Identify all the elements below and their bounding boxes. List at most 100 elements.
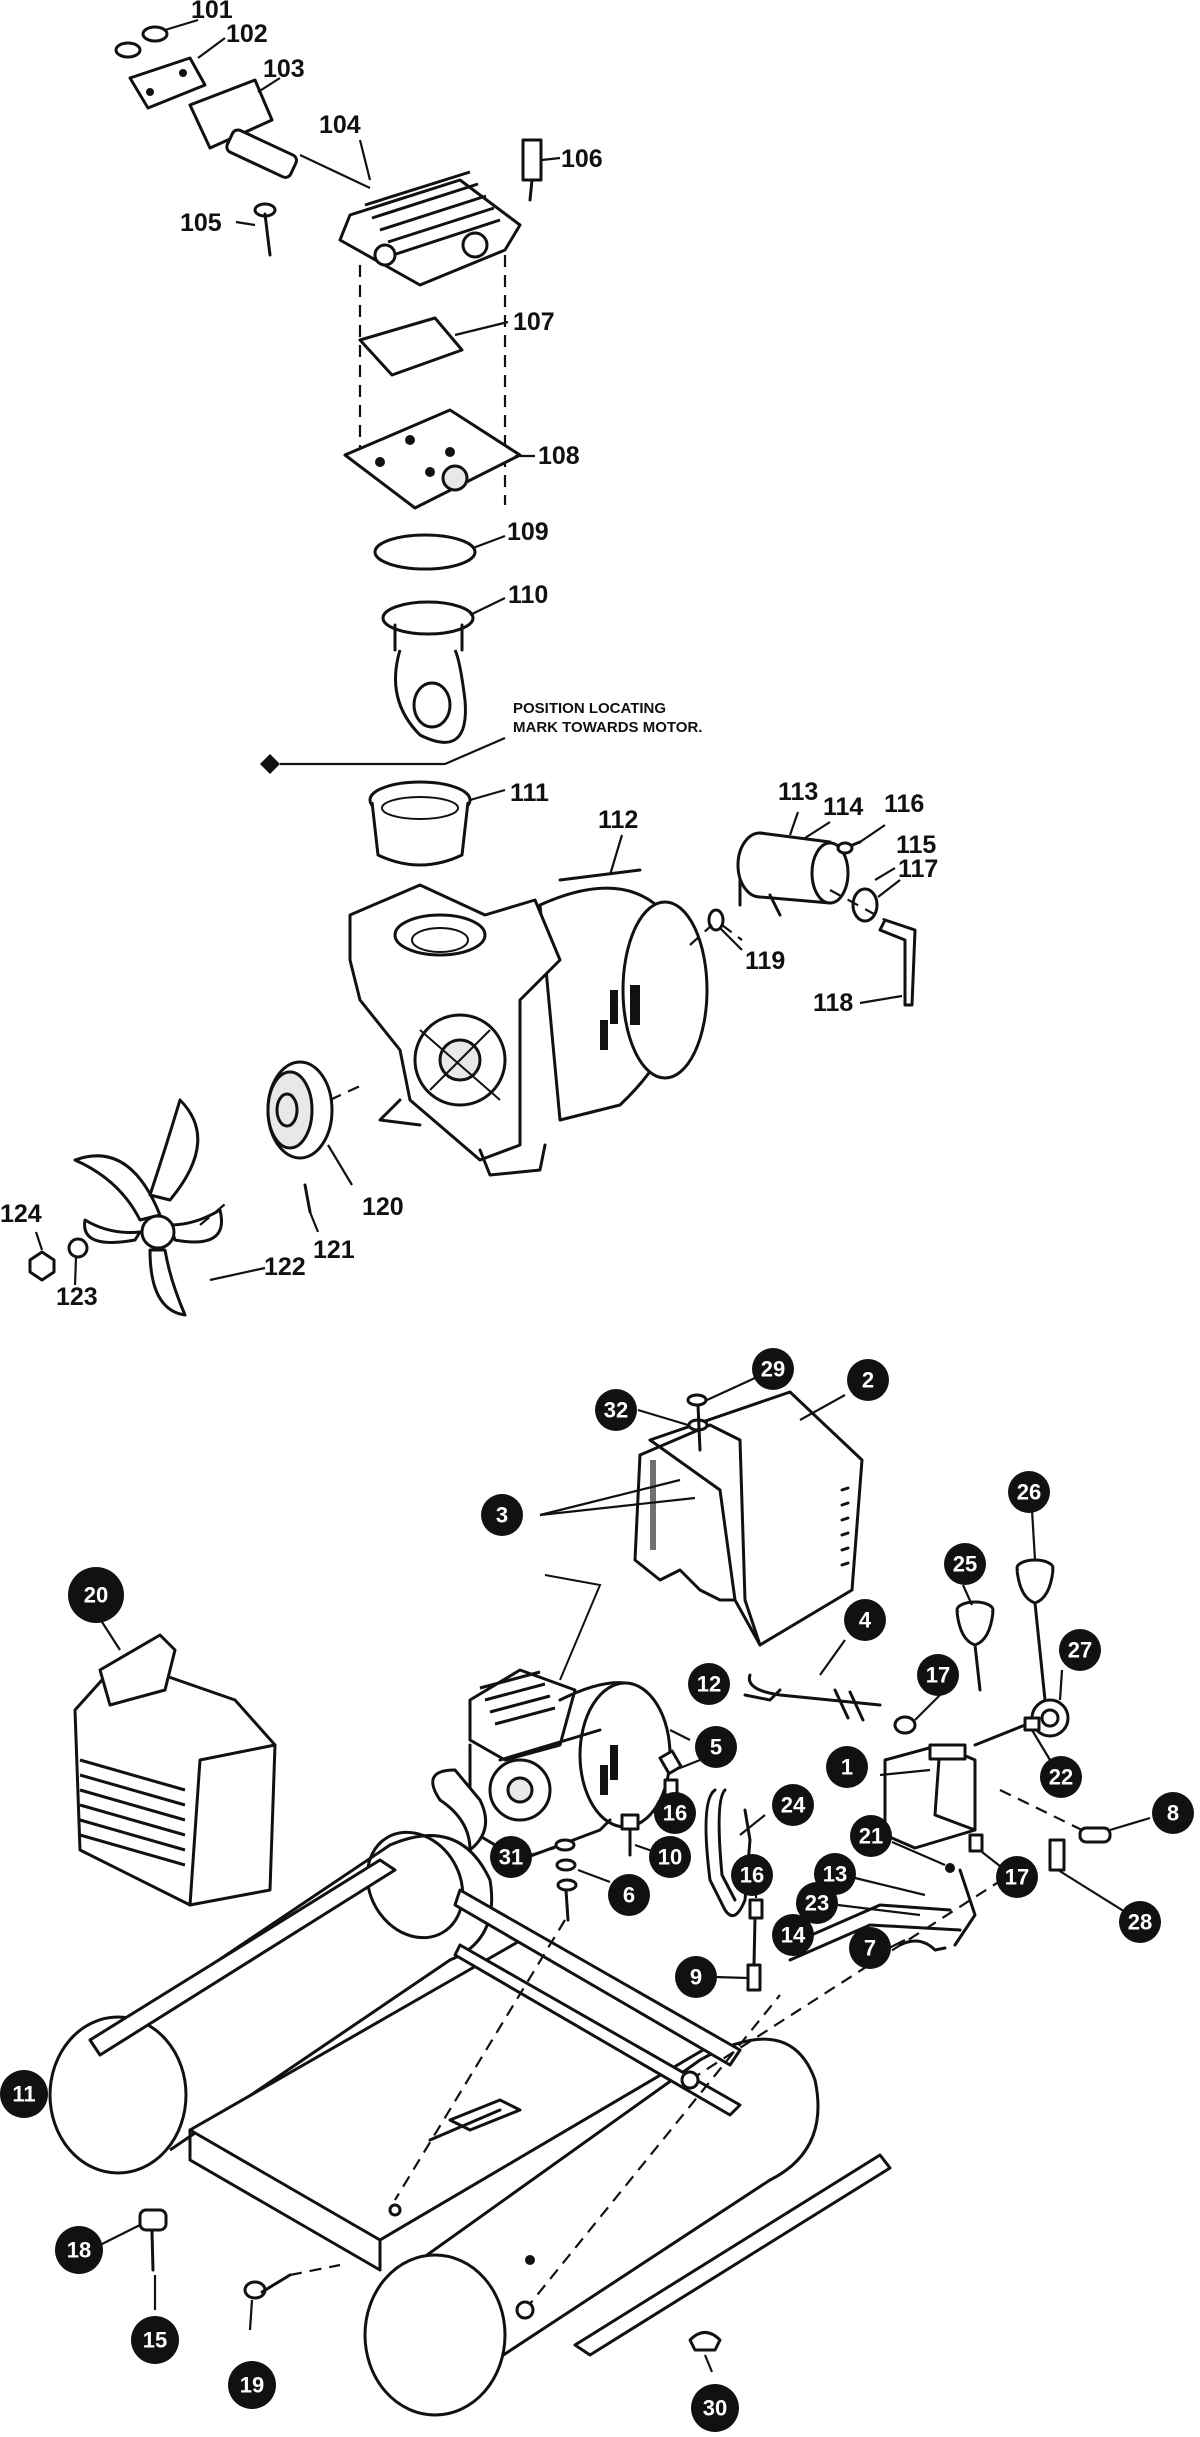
part-108-valve-plate [343, 408, 535, 510]
part-24-tube [704, 1788, 766, 1918]
svg-text:11: 11 [12, 2082, 35, 2107]
label-102: 102 [226, 20, 268, 48]
svg-text:24: 24 [781, 1793, 806, 1818]
callout-24: 24 [772, 1784, 814, 1826]
part-10-bolt [620, 1813, 656, 1857]
label-103: 103 [263, 55, 305, 83]
callout-22: 22 [1040, 1756, 1082, 1798]
callout-16-upper: 16 [654, 1792, 696, 1834]
label-105: 105 [180, 209, 222, 237]
bottom-assembly-view: 29 2 32 3 4 26 25 27 17 1 12 5 22 8 16 2… [0, 1348, 1194, 2432]
callout-2: 2 [847, 1359, 889, 1401]
label-124: 124 [0, 1200, 42, 1228]
locating-mark-note: POSITION LOCATING MARK TOWARDS MOTOR. [260, 700, 702, 774]
label-119: 119 [745, 947, 785, 975]
label-115: 115 [896, 831, 936, 859]
svg-text:30: 30 [703, 2396, 727, 2421]
svg-text:9: 9 [690, 1965, 702, 1990]
svg-text:3: 3 [496, 1503, 508, 1528]
part-12-pump-motor [431, 1574, 691, 1862]
part-22-fitting [973, 1716, 1051, 1761]
svg-text:17: 17 [1005, 1865, 1029, 1890]
svg-text:8: 8 [1167, 1801, 1179, 1826]
note-line-1: POSITION LOCATING [513, 700, 666, 717]
part-111-cylinder-sleeve [368, 780, 506, 867]
callout-16-lower: 16 [731, 1854, 773, 1896]
label-117: 117 [898, 855, 938, 883]
callout-18: 18 [55, 2226, 103, 2274]
part-8-safety-valve [999, 1789, 1151, 1844]
part-109-o-ring [373, 533, 506, 571]
part-21-23-13-14-7-tubing [788, 1840, 977, 1962]
callout-21: 21 [850, 1815, 892, 1857]
part-124-nut [28, 1231, 56, 1282]
callout-32: 32 [595, 1389, 637, 1431]
part-19-screw [243, 2263, 341, 2331]
part-28-check-valve [1048, 1838, 1131, 1916]
label-123: 123 [56, 1283, 98, 1311]
part-17-fitting-lower [968, 1833, 1006, 1871]
callout-19: 19 [228, 2361, 276, 2409]
part-121-set-screw [303, 1183, 320, 1233]
callout-9: 9 [675, 1956, 717, 1998]
svg-text:6: 6 [623, 1883, 635, 1908]
svg-text:5: 5 [710, 1735, 722, 1760]
label-110: 110 [508, 581, 548, 609]
part-30-drain-wing-nut [688, 2331, 722, 2373]
svg-text:31: 31 [499, 1845, 523, 1870]
callout-6: 6 [608, 1874, 650, 1916]
svg-text:13: 13 [823, 1862, 847, 1887]
label-121: 121 [313, 1236, 355, 1264]
callout-31: 31 [490, 1836, 532, 1878]
part-29-32-screw [637, 1377, 756, 1452]
part-17-fitting-upper [893, 1694, 941, 1735]
svg-text:15: 15 [143, 2328, 167, 2353]
svg-text:29: 29 [761, 1357, 785, 1382]
label-122: 122 [264, 1253, 306, 1281]
svg-text:27: 27 [1068, 1638, 1092, 1663]
part-2-shroud [633, 1390, 864, 1647]
callout-27: 27 [1059, 1629, 1101, 1671]
callout-20: 20 [68, 1567, 124, 1623]
part-102-plate [128, 37, 226, 110]
part-106-fitting [521, 138, 561, 202]
svg-text:2: 2 [862, 1368, 874, 1393]
svg-text:19: 19 [240, 2373, 264, 2398]
part-119-washer [689, 908, 743, 951]
label-111: 111 [510, 779, 549, 807]
callout-4: 4 [844, 1599, 886, 1641]
label-116: 116 [884, 790, 924, 818]
part-116-screw [836, 824, 886, 855]
callout-26: 26 [1008, 1471, 1050, 1513]
svg-text:12: 12 [697, 1672, 721, 1697]
top-exploded-view: POSITION LOCATING MARK TOWARDS MOTOR. [0, 0, 938, 1317]
part-103-valve [188, 77, 298, 179]
part-20-belt-guard [73, 1621, 277, 1907]
label-120: 120 [362, 1193, 404, 1221]
note-line-2: MARK TOWARDS MOTOR. [513, 719, 702, 736]
part-120-pulley [266, 1060, 361, 1186]
air-tanks [48, 1830, 1026, 2417]
part-122-fan [73, 1098, 266, 1317]
part-110-connecting-rod [381, 597, 506, 744]
callout-11: 11 [0, 2070, 48, 2118]
callout-29: 29 [752, 1348, 794, 1390]
callout-3: 3 [481, 1494, 523, 1536]
label-109: 109 [507, 518, 549, 546]
svg-text:1: 1 [841, 1755, 853, 1780]
callout-17-upper: 17 [917, 1654, 959, 1696]
part-105-bolt [235, 202, 277, 257]
label-112: 112 [598, 806, 638, 834]
label-107: 107 [513, 308, 555, 336]
callout-23: 23 [796, 1882, 838, 1924]
label-114: 114 [823, 793, 863, 821]
label-108: 108 [538, 442, 580, 470]
svg-text:18: 18 [67, 2238, 91, 2263]
callout-7: 7 [849, 1927, 891, 1969]
svg-text:17: 17 [926, 1663, 950, 1688]
callout-17-lower: 17 [996, 1856, 1038, 1898]
part-31-6-hardware [529, 1838, 611, 1922]
svg-text:14: 14 [781, 1923, 806, 1948]
svg-text:22: 22 [1049, 1765, 1073, 1790]
label-118: 118 [813, 989, 853, 1017]
